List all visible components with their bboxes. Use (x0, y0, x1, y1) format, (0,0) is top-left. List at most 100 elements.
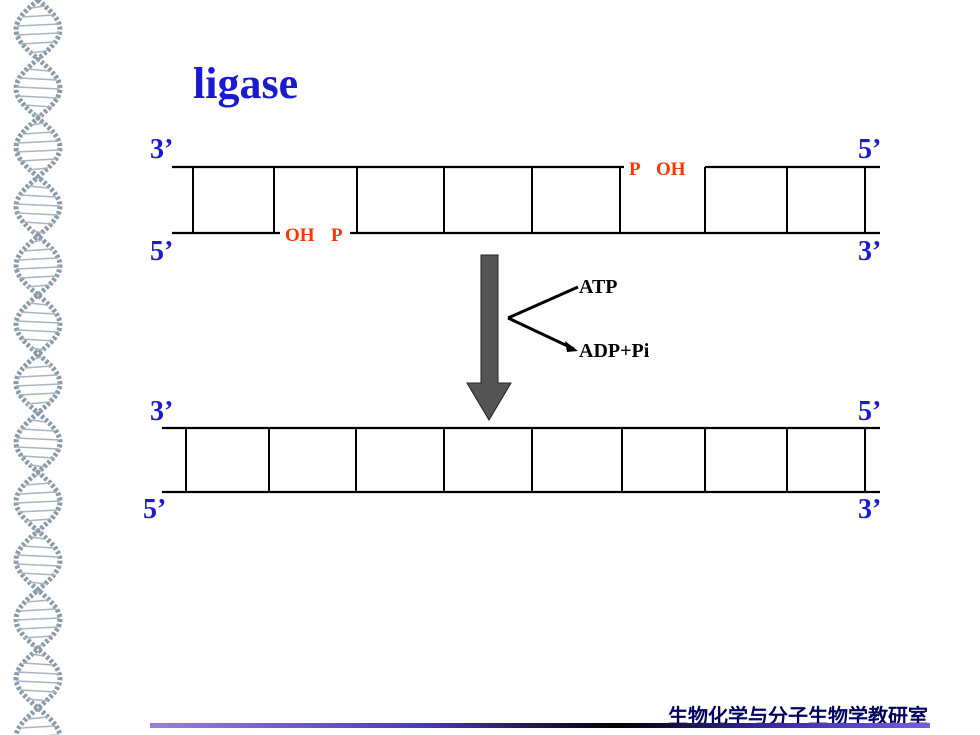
adp-output-line (507, 316, 575, 351)
helix-rung (35, 410, 41, 414)
helix-rung (23, 104, 53, 108)
bottom-nick-phosphate-label: P (331, 225, 343, 246)
helix-rung (16, 446, 60, 450)
helix-rung (34, 527, 42, 531)
helix-rung (28, 302, 48, 306)
end-label-top-right: 5’ (858, 134, 881, 165)
helix-rung (23, 662, 53, 666)
helix-rung (19, 725, 57, 729)
helix-rung (16, 437, 60, 441)
helix-rung (16, 563, 60, 567)
helix-rung (29, 419, 47, 423)
helix-rung (33, 644, 43, 648)
end-label-bottom-right: 3’ (858, 236, 881, 267)
helix-rung (15, 500, 61, 504)
helix-rung (33, 113, 43, 117)
down-arrow-icon (466, 254, 512, 421)
helix-rung (25, 401, 51, 405)
helix-rung (17, 212, 59, 216)
helix-rung (17, 95, 59, 99)
helix-rung (16, 23, 60, 27)
helix-rung (18, 509, 58, 513)
helix-rung (20, 572, 56, 576)
helix-rung (22, 338, 54, 342)
helix-rung (23, 131, 53, 135)
helix-rung (30, 347, 46, 351)
helix-rung (34, 356, 42, 360)
helix-rung (23, 221, 53, 225)
end-label-bottom-left: 5’ (143, 494, 166, 525)
helix-rung (19, 77, 57, 81)
end-label-bottom-right: 3’ (858, 494, 881, 525)
helix-rung (19, 158, 57, 162)
helix-rung (24, 365, 52, 369)
helix-rung (36, 59, 40, 63)
helix-rung (29, 464, 47, 468)
helix-rung (23, 635, 53, 639)
helix-rung (16, 320, 60, 324)
helix-rung (28, 581, 48, 585)
reaction-arrow: ATP ADP+Pi (466, 254, 650, 421)
helix-rung (19, 275, 57, 279)
helix-rung (36, 590, 40, 594)
helix-rung (16, 680, 60, 684)
helix-rung (16, 266, 60, 270)
helix-rung (26, 284, 50, 288)
page-title: ligase (193, 59, 299, 108)
end-label-bottom-left: 5’ (150, 236, 173, 267)
helix-rung (17, 140, 59, 144)
top-nick-phosphate-label: P (629, 159, 641, 180)
helix-rung (18, 491, 58, 495)
bottom-nick-hydroxyl-label: OH (285, 225, 315, 246)
helix-rung (22, 545, 54, 549)
helix-rung (15, 383, 61, 387)
end-label-top-right: 5’ (858, 396, 881, 427)
helix-rung (17, 671, 59, 675)
helix-rung (27, 698, 49, 702)
atp-input-line (507, 285, 579, 320)
helix-rung (22, 14, 54, 18)
helix-rung (30, 536, 46, 540)
helix-rung (26, 599, 50, 603)
reaction-input-label: ATP (579, 276, 618, 298)
helix-rung (16, 329, 60, 333)
footer-gradient-bar (150, 723, 930, 728)
helix-rung (17, 257, 59, 261)
top-nick-hydroxyl-label: OH (656, 159, 686, 180)
helix-rung (32, 653, 44, 657)
helix-rung (28, 50, 48, 54)
helix-rung (16, 149, 60, 153)
helix-rung (17, 626, 59, 630)
helix-strands (13, 0, 63, 735)
helix-rung (32, 230, 44, 234)
top-duplex: 3’ 5’ 5’ 3’ P OH OH P (150, 134, 881, 267)
helix-rung (30, 5, 46, 9)
end-label-top-left: 3’ (150, 396, 173, 427)
bottom-duplex: 3’ 5’ 5’ 3’ (143, 396, 881, 525)
helix-rung (35, 473, 41, 477)
helix-rung (27, 185, 49, 189)
helix-rung (16, 32, 60, 36)
helix-rung (19, 194, 57, 198)
helix-rung (24, 518, 52, 522)
end-label-top-left: 3’ (150, 134, 173, 165)
helix-rung (19, 689, 57, 693)
helix-rung (18, 392, 58, 396)
helix-rung (20, 311, 56, 315)
helix-rung (16, 86, 60, 90)
helix-rung (36, 293, 40, 297)
helix-rung (19, 608, 57, 612)
helix-rung (32, 122, 44, 126)
helix-rung (16, 203, 60, 207)
helix-rung (18, 374, 58, 378)
helix-rung (16, 617, 60, 621)
dna-helix-decoration-icon (13, 0, 63, 735)
helix-rung (33, 239, 43, 243)
helix-rung (27, 167, 49, 171)
reaction-output-label: ADP+Pi (579, 340, 650, 362)
output-arrowhead-icon (565, 341, 578, 352)
helix-rung (26, 68, 50, 72)
helix-rung (25, 482, 51, 486)
